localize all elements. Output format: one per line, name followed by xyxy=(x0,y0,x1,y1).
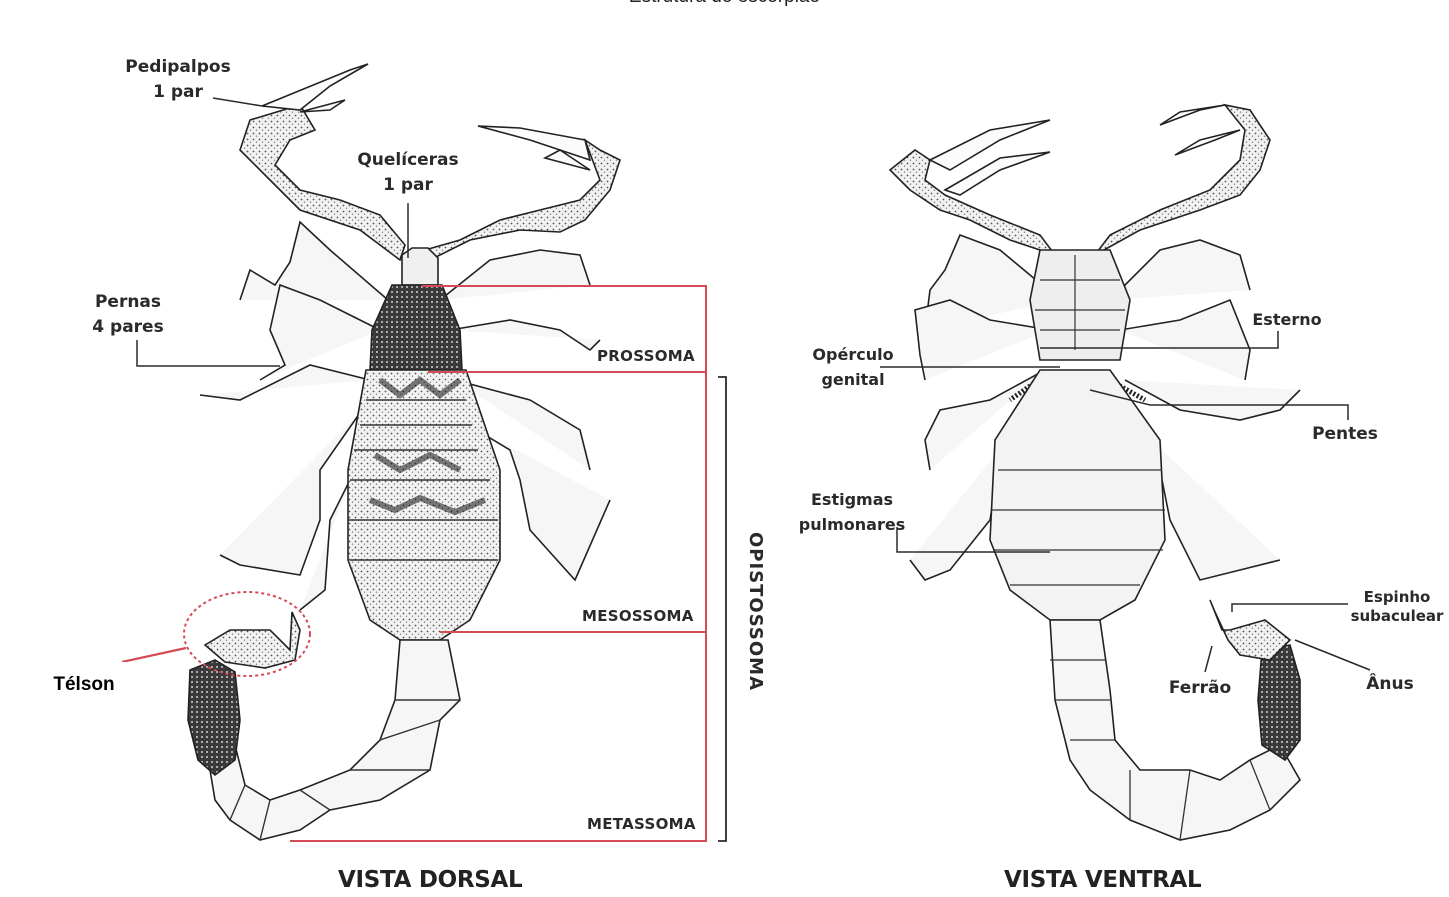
label-ferrao: Ferrão xyxy=(1156,676,1244,701)
label-opistossoma: OPISTOSSOMA xyxy=(745,532,766,691)
telson-pointer-line xyxy=(122,648,186,662)
label-queliceras-line2: 1 par xyxy=(348,173,468,198)
label-anus: Ânus xyxy=(1352,672,1428,697)
label-queliceras-line1: Quelíceras xyxy=(348,148,468,173)
label-estigmas-pulmonares: Estigmas pulmonares xyxy=(790,487,914,537)
label-operculo-line1: Opérculo xyxy=(798,342,908,367)
label-operculo-genital: Opérculo genital xyxy=(798,342,908,392)
label-mesossoma: MESOSSOMA xyxy=(582,607,694,625)
label-queliceras: Quelíceras 1 par xyxy=(348,148,468,198)
ventral-mesosoma xyxy=(990,370,1165,620)
label-pedipalpos: Pedipalpos 1 par xyxy=(118,55,238,105)
label-estigmas-line1: Estigmas xyxy=(790,487,914,512)
label-operculo-line2: genital xyxy=(798,367,908,392)
label-espinho-line1: Espinho xyxy=(1345,588,1449,607)
ventral-right-pedipalp xyxy=(1095,105,1270,255)
label-pedipalpos-line2: 1 par xyxy=(118,80,238,105)
label-prossoma: PROSSOMA xyxy=(597,347,695,365)
ventral-telson xyxy=(1258,645,1300,760)
ventral-scorpion xyxy=(890,105,1300,840)
label-espinho-line2: subaculear xyxy=(1345,607,1449,626)
dorsal-metasoma xyxy=(210,640,460,840)
title-vista-ventral: VISTA VENTRAL xyxy=(1004,867,1201,893)
label-pentes: Pentes xyxy=(1302,422,1388,447)
label-esterno: Esterno xyxy=(1240,307,1334,332)
label-telson: Télson xyxy=(30,662,138,708)
label-pernas-line2: 4 pares xyxy=(76,315,180,340)
opistossoma-bracket xyxy=(718,377,726,841)
label-pedipalpos-line1: Pedipalpos xyxy=(118,55,238,80)
title-vista-dorsal: VISTA DORSAL xyxy=(338,867,522,893)
label-pernas-line1: Pernas xyxy=(76,290,180,315)
label-pernas: Pernas 4 pares xyxy=(76,290,180,340)
dorsal-telson xyxy=(188,660,240,775)
ventral-coxae xyxy=(1030,250,1130,360)
label-estigmas-line2: pulmonares xyxy=(790,512,914,537)
label-espinho-subaculear: Espinho subaculear xyxy=(1345,588,1449,626)
label-metassoma: METASSOMA xyxy=(587,815,696,833)
